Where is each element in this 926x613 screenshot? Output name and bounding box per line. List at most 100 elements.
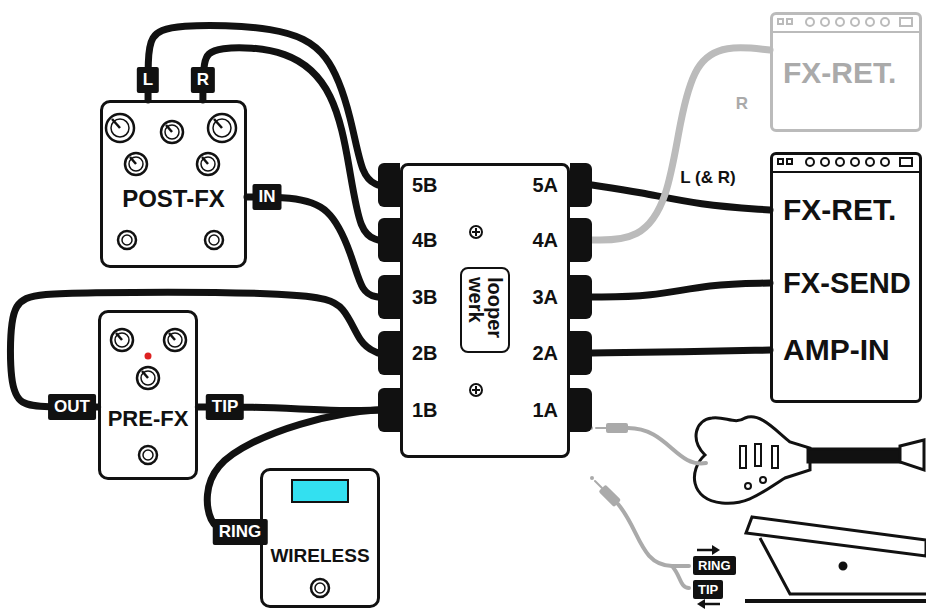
- footswitches-part: [205, 231, 223, 249]
- pre-fx-knobs-part: [141, 371, 155, 385]
- footswitches-part: [139, 446, 157, 464]
- jack-label: 2A: [532, 342, 558, 365]
- jack-socket: 3A: [500, 275, 592, 319]
- wireless-unit: WIRELESS: [260, 468, 379, 608]
- jack-label: 3B: [412, 286, 438, 309]
- jack-label: 4B: [412, 229, 438, 252]
- jack-socket: 2B: [378, 331, 448, 375]
- jack-socket: 1B: [378, 388, 448, 432]
- post-fx-knobs-part: [213, 119, 231, 137]
- guitar-part: [745, 483, 751, 489]
- screws-part: [470, 384, 482, 396]
- amp-top-strip: [773, 158, 919, 172]
- pre-fx-knobs-part: [142, 371, 148, 378]
- post-fx-knobs-part: [161, 121, 183, 143]
- direction-arrows-part: [697, 599, 705, 609]
- node-label: FX-SEND: [783, 266, 911, 300]
- jack-label: 2B: [412, 342, 438, 365]
- signal-label: L (& R): [677, 168, 738, 188]
- node-label: looper werk: [460, 267, 510, 353]
- jack-label: 3A: [532, 286, 558, 309]
- guitar-part: [808, 449, 903, 462]
- unplugged-cables-part: [595, 481, 602, 488]
- jack-socket: 4A: [500, 218, 592, 262]
- jack-label: 5A: [532, 174, 558, 197]
- pre-fx-knobs-part: [169, 333, 175, 340]
- pre-fx-knobs-part: [115, 333, 129, 347]
- pre-fx-knobs-part: [137, 367, 159, 389]
- cable-tab: OUT: [48, 394, 96, 420]
- post-fx-knobs-part: [125, 153, 147, 175]
- direction-arrows-part: [703, 603, 720, 606]
- amp-top-strip-part: [836, 18, 844, 26]
- pin-tab: RING: [693, 556, 736, 575]
- unplugged-cables: [589, 423, 706, 588]
- cable: [592, 185, 770, 210]
- node-label: PRE-FX: [108, 406, 189, 431]
- post-fx-knobs: [106, 114, 236, 175]
- amp-top-strip-part: [773, 31, 919, 33]
- cable-tab: RING: [213, 519, 268, 545]
- amp-top-strip-part: [851, 158, 859, 166]
- pin-tab: TIP: [693, 580, 723, 599]
- post-fx-knobs-part: [214, 119, 222, 128]
- unplugged-cables-part: [672, 566, 689, 588]
- amp-top-strip-part: [821, 158, 829, 166]
- jack-socket: 5B: [378, 163, 448, 207]
- led: [145, 353, 152, 360]
- pre-fx-knobs-part: [116, 333, 122, 340]
- amp-top-strip: [773, 18, 919, 32]
- guitar: [694, 417, 924, 504]
- post-fx-knobs-part: [208, 114, 236, 142]
- unplugged-cables-part: [606, 423, 628, 433]
- post-fx-knobs-part: [165, 125, 179, 139]
- amp-top-strip-part: [836, 158, 844, 166]
- cable-tab: TIP: [206, 394, 244, 420]
- footswitches-part: [122, 235, 132, 245]
- cable: [592, 350, 770, 353]
- pre-fx-knobs-part: [168, 333, 182, 347]
- amp-top-strip-part: [881, 18, 889, 26]
- amp-top-strip-part: [900, 158, 912, 166]
- node-label: POST-FX: [122, 185, 225, 213]
- amp-top-strip-part: [787, 159, 792, 164]
- effect-pedal: PRE-FX: [98, 310, 199, 480]
- post-fx-knobs-part: [129, 157, 143, 171]
- cable: [10, 292, 378, 407]
- guitar-part: [760, 477, 766, 483]
- amp-top-strip-part: [881, 158, 889, 166]
- amp-top-strip-part: [866, 18, 874, 26]
- unplugged-cables-part: [590, 476, 594, 480]
- effect-pedal: POST-FX: [100, 100, 247, 268]
- footswitches-part: [118, 231, 136, 249]
- amp-top-strip-part: [787, 19, 792, 24]
- direction-arrows: [697, 545, 720, 609]
- node-label: WIRELESS: [270, 545, 369, 567]
- jack-label: 1A: [532, 399, 558, 422]
- jack-label: 4A: [532, 229, 558, 252]
- unplugged-cables-part: [618, 504, 689, 566]
- post-fx-knobs-part: [130, 157, 136, 164]
- cable: [203, 48, 378, 240]
- expression-pedal: [745, 517, 926, 601]
- jack-socket: 5A: [500, 163, 592, 207]
- pre-fx-knobs: [111, 329, 186, 389]
- footswitches-part: [315, 583, 325, 593]
- jack-socket: 3B: [378, 275, 448, 319]
- jack-socket: 2A: [500, 331, 592, 375]
- cable: [592, 283, 770, 297]
- amp-top-strip-part: [866, 158, 874, 166]
- amp-top-strip-part: [900, 18, 912, 26]
- footswitches-part: [143, 450, 153, 460]
- jack-label: 1B: [412, 399, 438, 422]
- expression-pedal-part: [840, 563, 846, 569]
- post-fx-knobs-part: [166, 125, 172, 132]
- footswitches-part: [311, 579, 329, 597]
- amp-top-strip-part: [851, 18, 859, 26]
- unplugged-cables-part: [628, 428, 706, 463]
- amp-top-strip-part: [821, 18, 829, 26]
- post-fx-knobs-part: [197, 153, 219, 175]
- expression-pedal-part: [746, 517, 926, 556]
- direction-arrows-part: [697, 549, 714, 552]
